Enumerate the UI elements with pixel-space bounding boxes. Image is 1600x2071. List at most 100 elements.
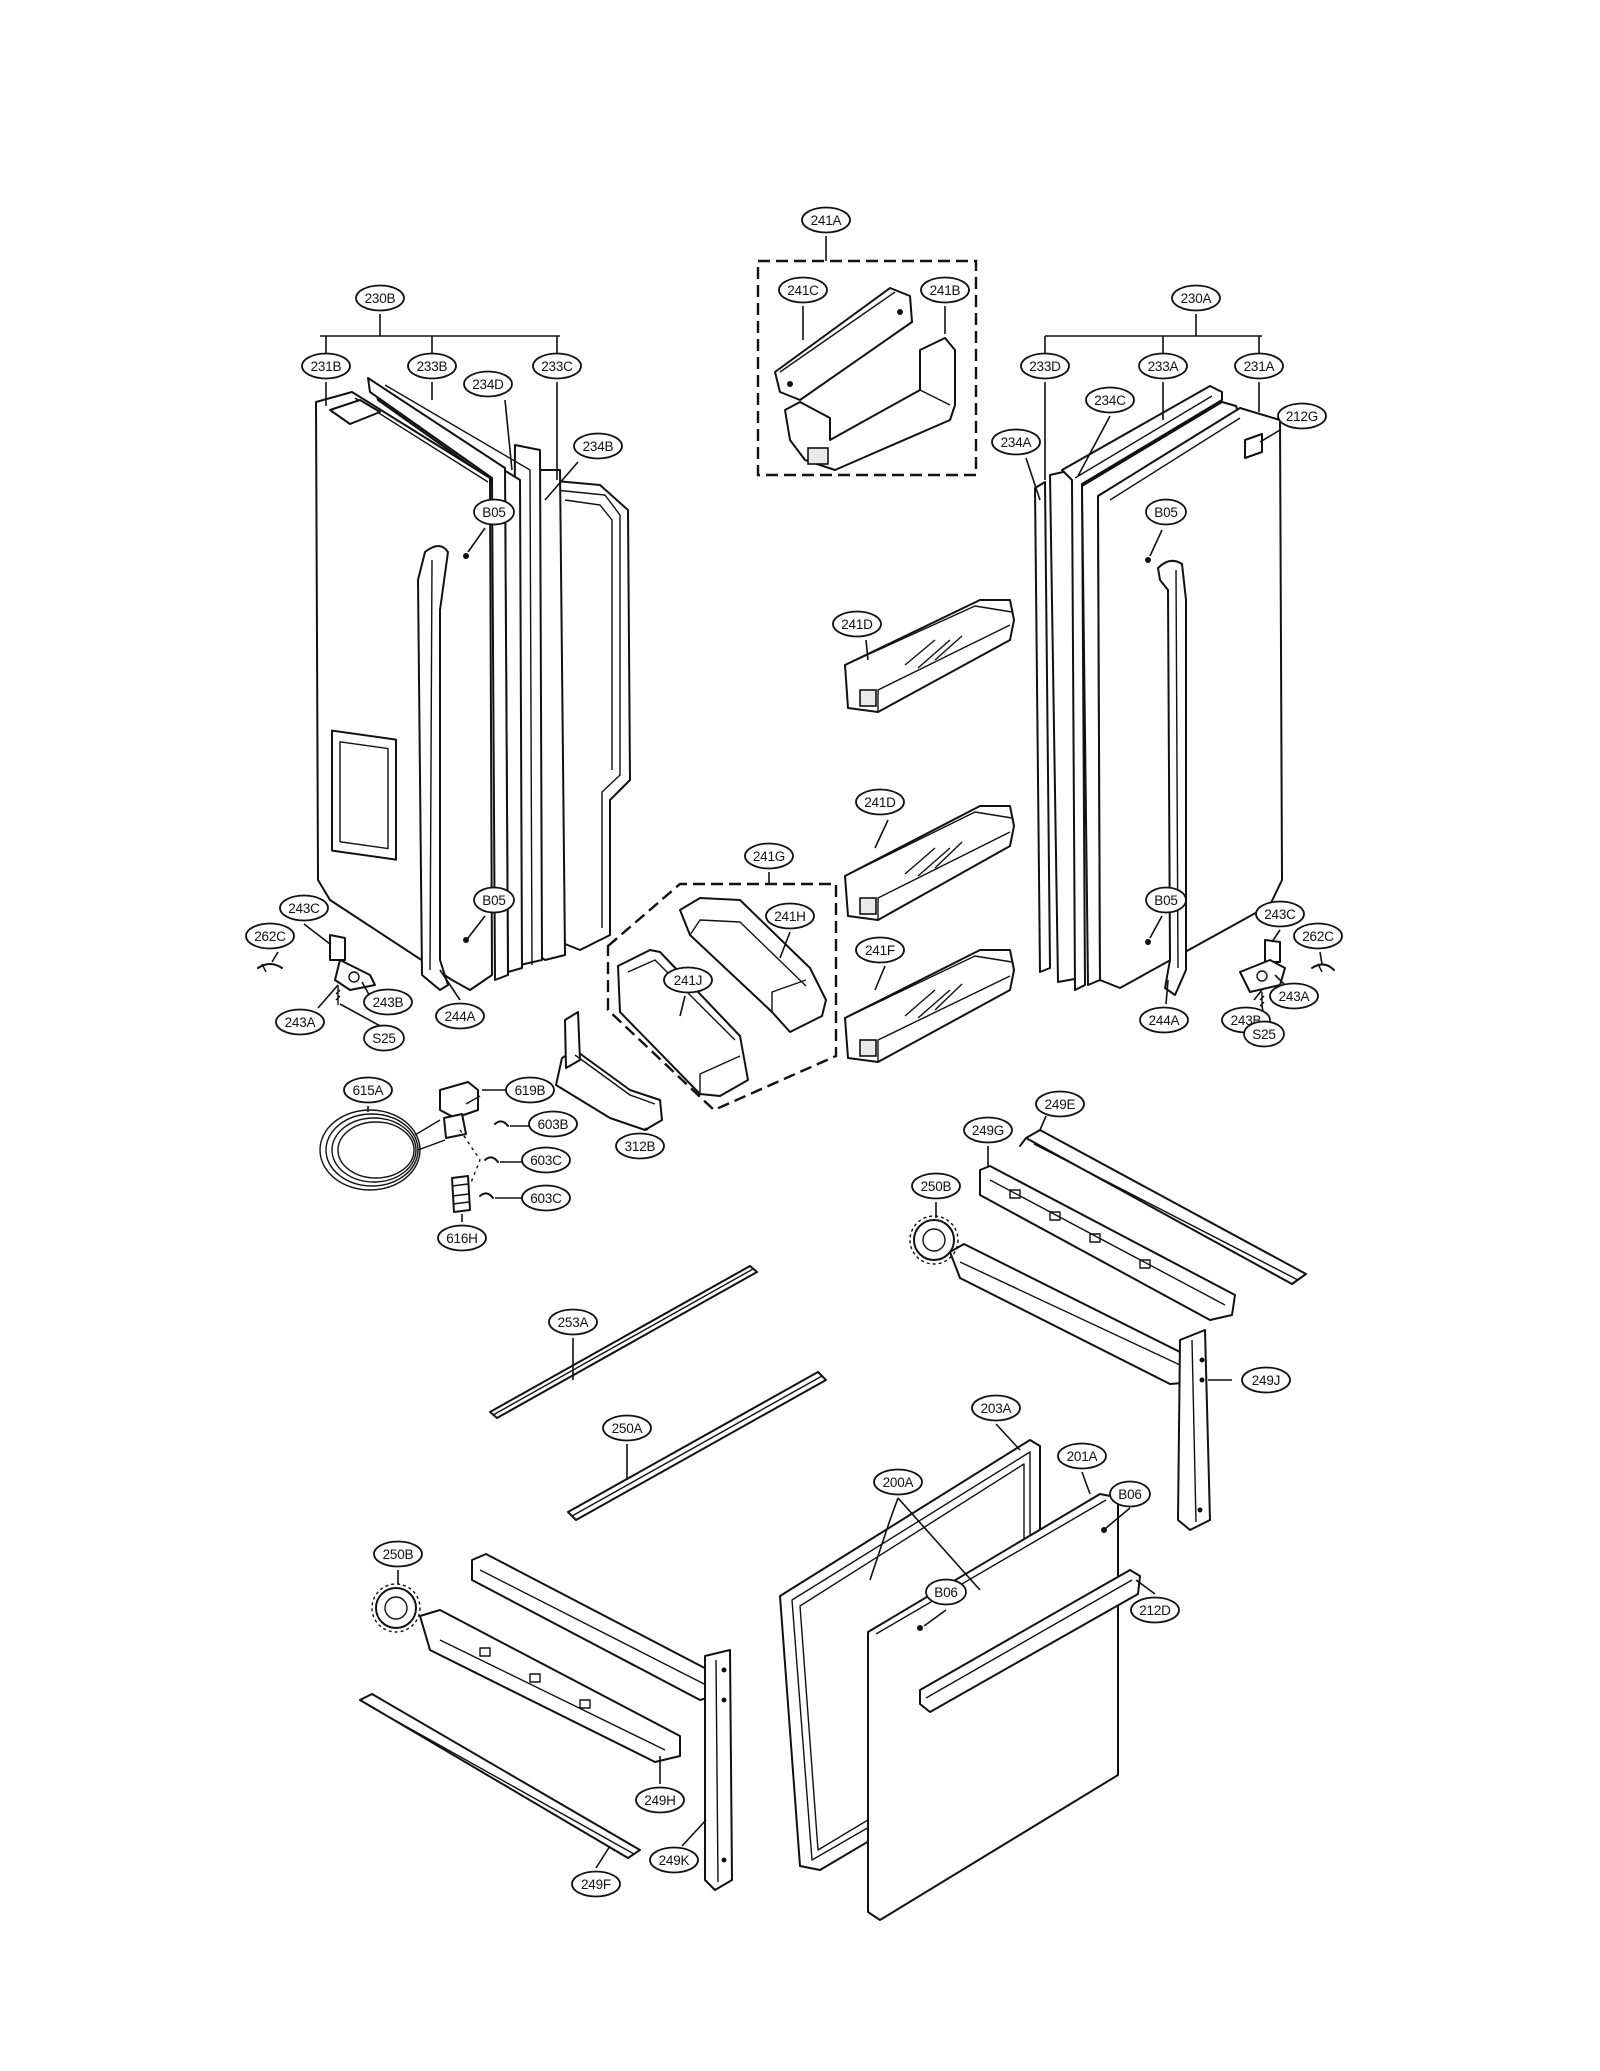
callout-text: S25 xyxy=(1252,1027,1275,1042)
callout-249h: 249H xyxy=(635,1786,685,1814)
callout-bubble xyxy=(765,902,815,930)
callout-bubble xyxy=(521,1184,571,1212)
callout-text: B06 xyxy=(1118,1487,1141,1502)
callout-bubble xyxy=(363,1024,405,1052)
callout-text: 603C xyxy=(530,1153,562,1168)
callout-249j: 249J xyxy=(1241,1366,1291,1394)
callout-234c: 234C xyxy=(1085,386,1135,414)
callout-text: 234C xyxy=(1094,393,1126,408)
callout-241d: 241D xyxy=(855,788,905,816)
callout-text: 241H xyxy=(774,909,805,924)
callout-text: 241B xyxy=(930,283,961,298)
callout-text: 250B xyxy=(921,1179,952,1194)
callout-text: B05 xyxy=(1154,505,1177,520)
callout-text: 243A xyxy=(1279,989,1310,1004)
callout-text: 619B xyxy=(515,1083,546,1098)
callout-text: 231A xyxy=(1244,359,1275,374)
callout-text: 249F xyxy=(581,1877,611,1892)
callout-text: 243B xyxy=(373,995,404,1010)
callout-243c: 243C xyxy=(279,894,329,922)
callout-text: B05 xyxy=(482,505,505,520)
callout-bubble xyxy=(911,1172,961,1200)
callout-text: 241D xyxy=(864,795,896,810)
callout-text: 200A xyxy=(883,1475,914,1490)
callout-text: 243C xyxy=(288,901,320,916)
callout-text: 312B xyxy=(625,1139,656,1154)
callout-241h: 241H xyxy=(765,902,815,930)
callout-234a: 234A xyxy=(991,428,1041,456)
callout-603b: 603B xyxy=(528,1110,578,1138)
callout-619b: 619B xyxy=(505,1076,555,1104)
callout-text: 241A xyxy=(811,213,842,228)
callout-text: B06 xyxy=(934,1585,957,1600)
callout-200a: 200A xyxy=(873,1468,923,1496)
callout-bubble xyxy=(343,1076,393,1104)
callout-bubble xyxy=(463,370,513,398)
callout-bubble xyxy=(245,922,295,950)
callout-bubble xyxy=(355,284,405,312)
callout-text: 615A xyxy=(353,1083,384,1098)
callout-bubble xyxy=(1145,498,1187,526)
callout-b06: B06 xyxy=(925,1578,967,1606)
callout-243c: 243C xyxy=(1255,900,1305,928)
callout-bubble xyxy=(602,1414,652,1442)
callout-text: 244A xyxy=(445,1009,476,1024)
callout-text: 231B xyxy=(311,359,342,374)
callout-b05: B05 xyxy=(1145,886,1187,914)
callout-233a: 233A xyxy=(1138,352,1188,380)
callout-bubble xyxy=(301,352,351,380)
callout-bubble xyxy=(363,988,413,1016)
water-parts xyxy=(319,1081,535,1222)
callout-text: 249G xyxy=(972,1123,1004,1138)
callout-249k: 249K xyxy=(649,1846,699,1874)
callout-bubble xyxy=(615,1132,665,1160)
callout-bubble xyxy=(1109,1480,1151,1508)
drawer-strips xyxy=(489,1265,827,1521)
callout-233d: 233D xyxy=(1020,352,1070,380)
callout-241a: 241A xyxy=(801,206,851,234)
callout-244a: 244A xyxy=(1139,1006,1189,1034)
callout-text: B05 xyxy=(482,893,505,908)
callout-bubble xyxy=(635,1786,685,1814)
callout-bubble xyxy=(925,1578,967,1606)
callout-230a: 230A xyxy=(1171,284,1221,312)
callout-bubble xyxy=(855,788,905,816)
callout-text: 253A xyxy=(558,1315,589,1330)
callout-231a: 231A xyxy=(1234,352,1284,380)
callout-bubble xyxy=(920,276,970,304)
callout-243a: 243A xyxy=(275,1008,325,1036)
callout-text: 233A xyxy=(1148,359,1179,374)
callout-bubble xyxy=(778,276,828,304)
callout-text: 249K xyxy=(659,1853,690,1868)
callout-text: 234D xyxy=(472,377,504,392)
callout-bubble xyxy=(1241,1366,1291,1394)
callout-bubble xyxy=(528,1110,578,1138)
callout-bubble xyxy=(435,1002,485,1030)
callout-212d: 212D xyxy=(1130,1596,1180,1624)
callout-234d: 234D xyxy=(463,370,513,398)
callout-241f: 241F xyxy=(855,936,905,964)
upper-drawer-rails xyxy=(909,1115,1307,1531)
callout-bubble xyxy=(505,1076,555,1104)
callout-bubble xyxy=(1139,1006,1189,1034)
callout-bubble xyxy=(1085,386,1135,414)
callout-201a: 201A xyxy=(1057,1442,1107,1470)
callout-243a: 243A xyxy=(1269,982,1319,1010)
callout-b05: B05 xyxy=(473,886,515,914)
callout-bubble xyxy=(532,352,582,380)
callout-bubble xyxy=(573,432,623,460)
callout-203a: 203A xyxy=(971,1394,1021,1422)
callout-bubble xyxy=(279,894,329,922)
callout-603c: 603C xyxy=(521,1184,571,1212)
callout-244a: 244A xyxy=(435,1002,485,1030)
callout-249g: 249G xyxy=(963,1116,1013,1144)
lower-drawer xyxy=(779,1423,1156,1921)
callout-bubble xyxy=(275,1008,325,1036)
callout-212g: 212G xyxy=(1277,402,1327,430)
callout-241g: 241G xyxy=(744,842,794,870)
callout-text: 262C xyxy=(1302,929,1334,944)
cover-312b xyxy=(555,1011,663,1131)
callout-262c: 262C xyxy=(245,922,295,950)
callout-text: 616H xyxy=(446,1231,477,1246)
callout-312b: 312B xyxy=(615,1132,665,1160)
